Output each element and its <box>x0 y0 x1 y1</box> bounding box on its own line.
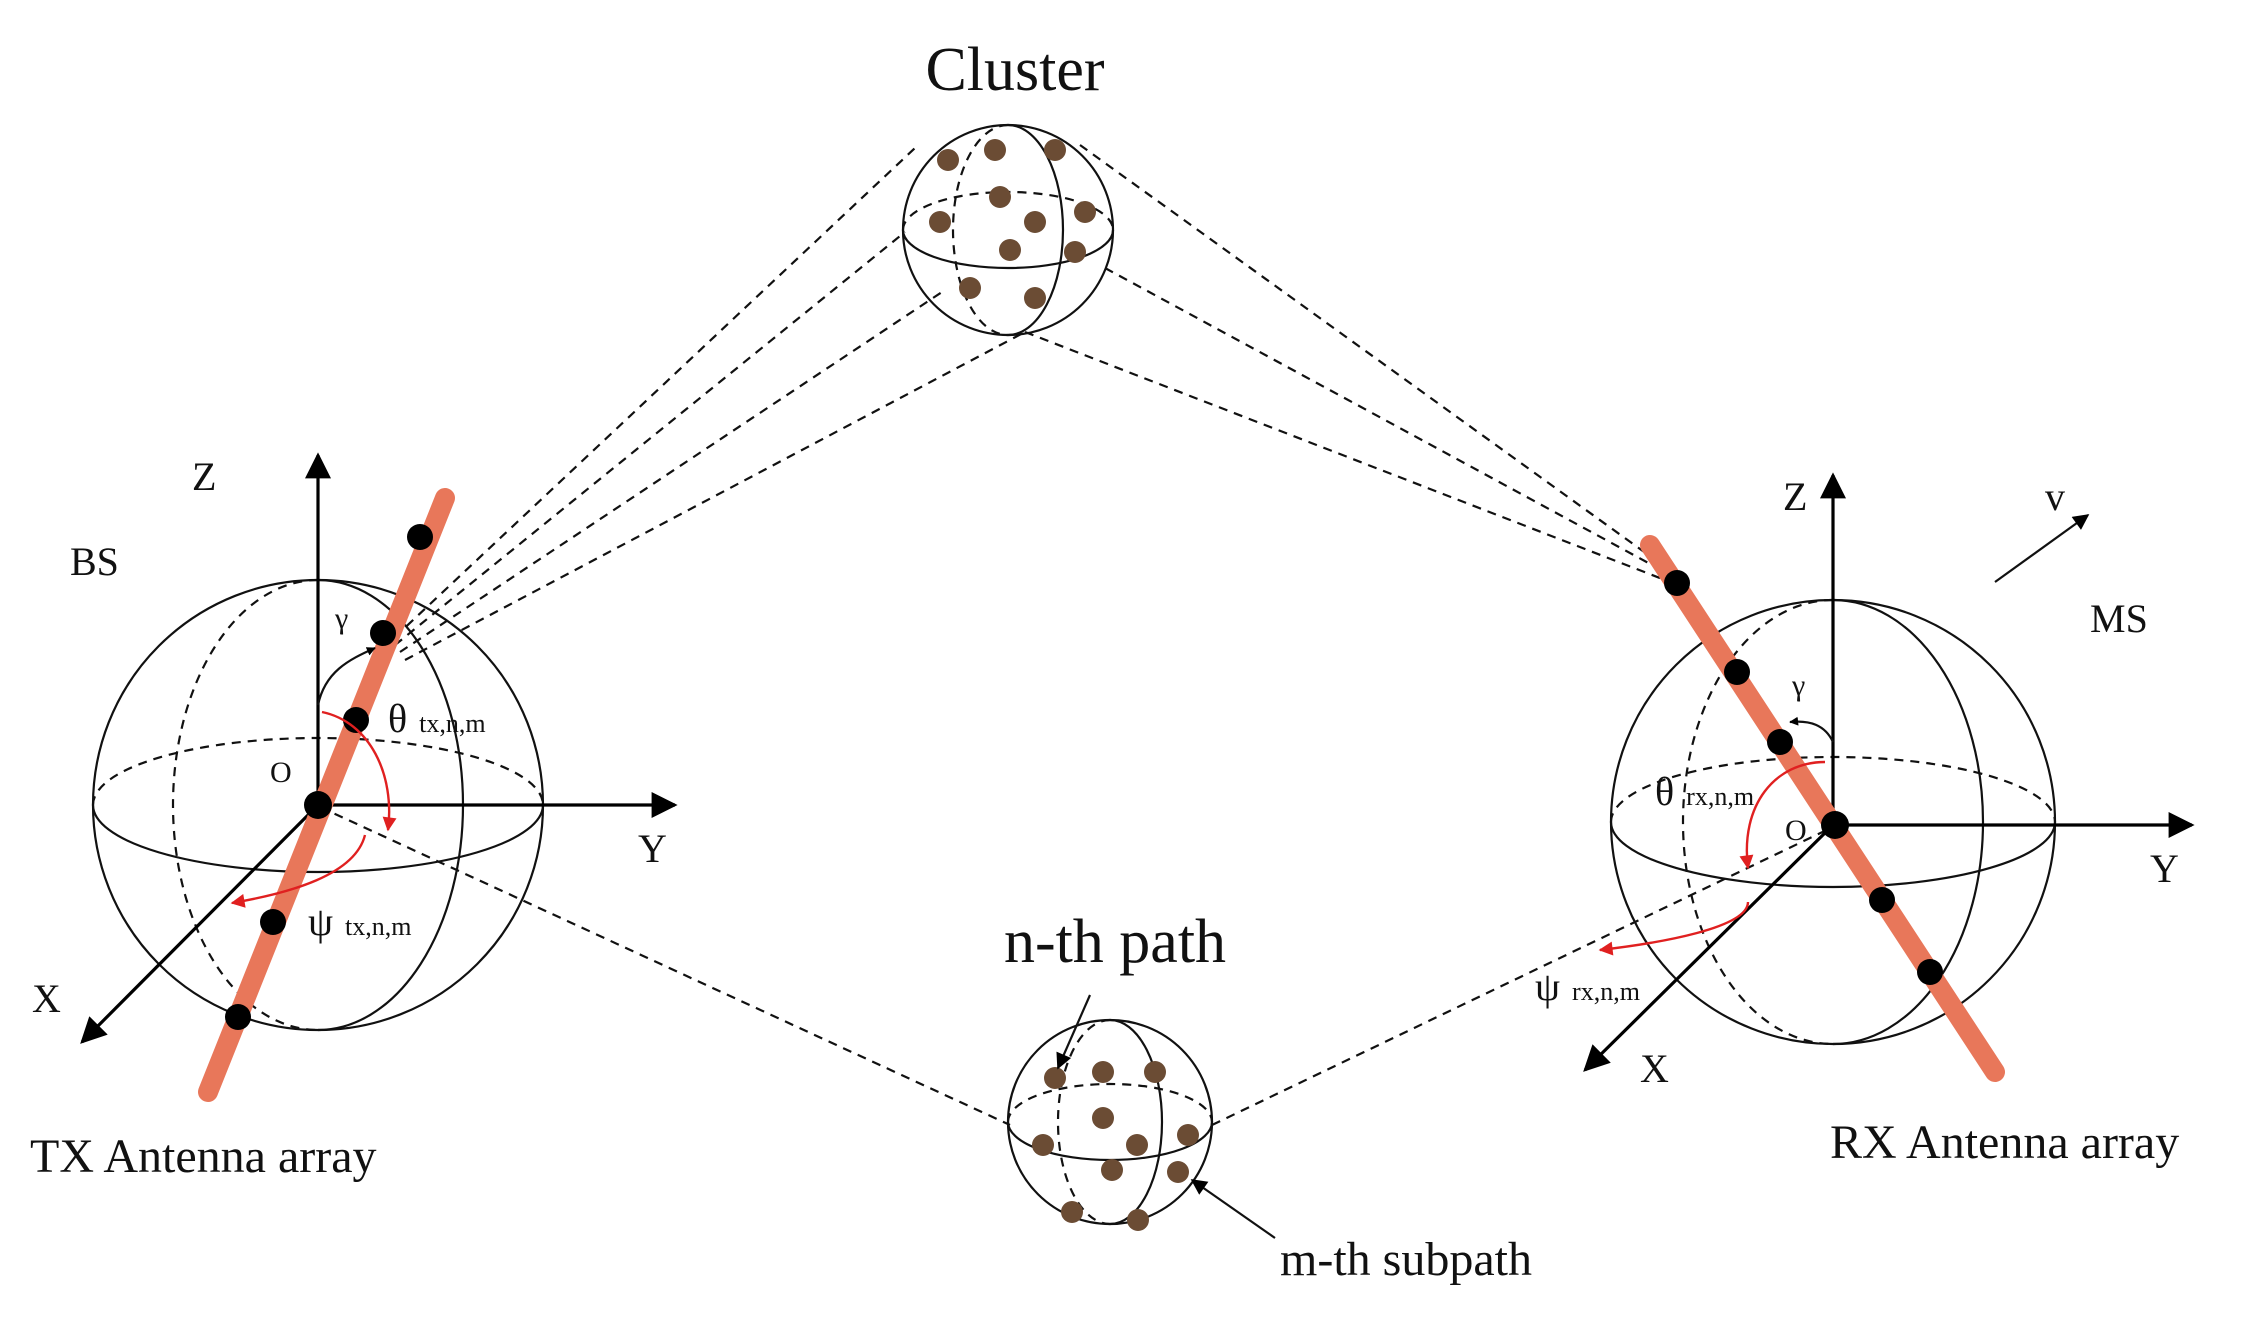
tx-z-label: Z <box>192 454 216 499</box>
mth-subpath-label: m-th subpath <box>1280 1233 1532 1286</box>
bs-label: BS <box>70 539 119 584</box>
rx-gamma-arc <box>1789 716 1834 743</box>
rx-gamma-label: γ <box>1791 669 1805 702</box>
rx-array-label: RX Antenna array <box>1830 1116 2179 1169</box>
tx-array-label: TX Antenna array <box>30 1130 377 1183</box>
tx-origin-label: O <box>270 756 292 789</box>
tx-axes <box>80 452 678 1044</box>
tx-angle-arrows <box>230 646 397 908</box>
rx-z-label: Z <box>1783 474 1807 519</box>
tx-gamma-arc <box>316 646 376 706</box>
tx-antenna-array <box>198 488 455 1102</box>
rx-axes <box>1583 472 2195 1072</box>
tx-gamma-label: γ <box>334 602 348 635</box>
rx-y-label: Y <box>2150 846 2179 891</box>
rx-angle-arrows <box>1598 716 1834 956</box>
rx-x-label: X <box>1640 1046 1669 1091</box>
nth-path-label: n-th path <box>1004 908 1226 976</box>
tx-x-axis <box>80 803 320 1044</box>
path-scatterers <box>1032 1061 1199 1231</box>
rx-theta-arc <box>1739 760 1826 870</box>
cluster-label: Cluster <box>925 36 1104 104</box>
propagation-paths <box>319 144 1836 1126</box>
tx-x-label: X <box>32 976 61 1021</box>
rx-psi-arc <box>1598 901 1750 956</box>
velocity-label: v <box>2045 474 2065 519</box>
ms-label: MS <box>2090 596 2148 641</box>
tx-y-label: Y <box>638 826 667 871</box>
mth-subpath-arrow <box>1190 1179 1276 1239</box>
cluster-scatterers <box>929 139 1096 309</box>
nth-path-arrow <box>1056 994 1092 1070</box>
path-sphere <box>1006 1018 1214 1231</box>
cluster-sphere <box>901 123 1115 337</box>
velocity-arrow <box>1994 514 2090 583</box>
rx-origin-label: O <box>1785 814 1807 847</box>
rx-x-axis <box>1583 823 1835 1072</box>
tx-theta-arc <box>321 710 397 832</box>
rx-antenna-array <box>1640 535 2005 1082</box>
tx-psi-arc <box>230 834 367 908</box>
